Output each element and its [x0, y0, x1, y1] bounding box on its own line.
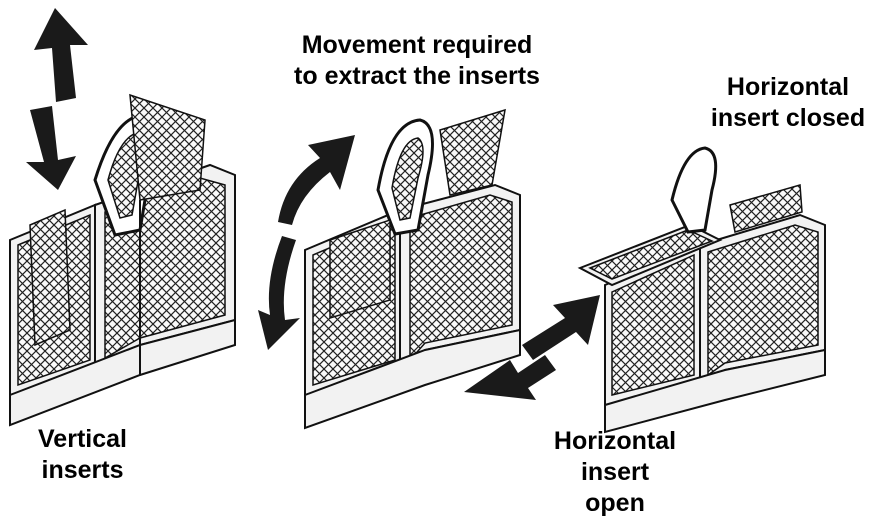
basket-vertical-inserts: [9, 93, 236, 427]
horizontal-open-line3: open: [585, 489, 645, 517]
curved-double-arrow-icon: [258, 135, 355, 350]
horizontal-closed-line1: Horizontal: [726, 73, 850, 101]
horizontal-open-caption: Horizontal insert open: [530, 426, 700, 519]
movement-caption-line2: to extract the inserts: [294, 62, 540, 90]
horizontal-open-line1: Horizontal: [553, 427, 677, 455]
diagonal-double-arrow-icon: [464, 295, 600, 400]
vertical-inserts-line1: Vertical: [38, 425, 127, 453]
basket-center: [304, 108, 521, 430]
horizontal-closed-caption: Horizontal insert closed: [692, 72, 884, 134]
up-down-arrow-icon: [26, 8, 88, 190]
horizontal-closed-line2: insert closed: [710, 104, 866, 132]
movement-caption-line1: Movement required: [301, 31, 533, 59]
horizontal-open-line2: insert: [580, 458, 650, 486]
vertical-inserts-line2: inserts: [41, 456, 124, 484]
vertical-inserts-caption: Vertical inserts: [10, 424, 155, 486]
movement-caption: Movement required to extract the inserts: [262, 30, 572, 92]
basket-horizontal-closed: [577, 146, 826, 434]
